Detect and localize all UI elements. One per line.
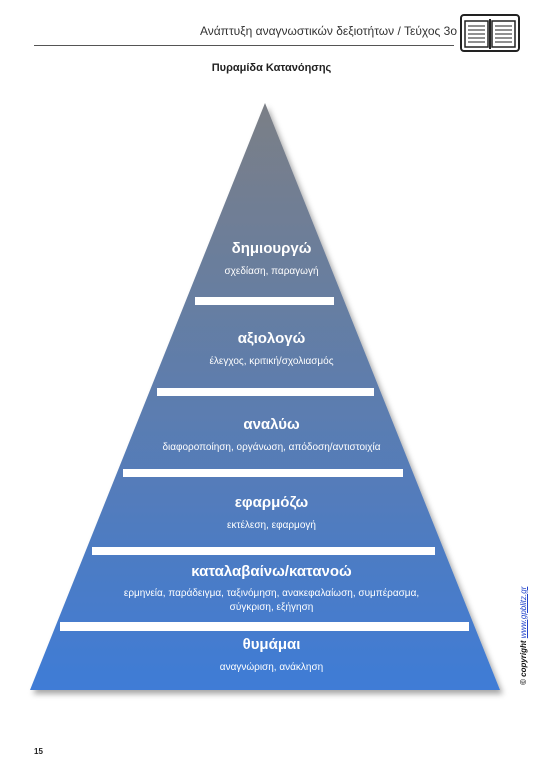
level-description: σχεδίαση, παραγωγή	[224, 266, 319, 277]
level-analyze: αναλύω διαφοροποίηση, οργάνωση, απόδοση/…	[0, 416, 543, 455]
level-description-line: ερμηνεία, παράδειγμα, ταξινόμηση, ανακεφ…	[123, 588, 420, 599]
level-title: καταλαβαίνω/κατανοώ	[191, 563, 352, 580]
page-title: Πυραμίδα Κατανόησης	[211, 62, 332, 74]
level-apply: εφαρμόζω εκτέλεση, εφαρμογή	[0, 494, 543, 533]
level-description: έλεγχος, κριτική/σχολιασμός	[209, 356, 334, 367]
level-title: εφαρμόζω	[234, 494, 309, 511]
separator-bar-1	[195, 297, 334, 305]
level-title: αξιολογώ	[237, 330, 306, 347]
level-title: αναλύω	[243, 416, 300, 433]
header-issue: Τεύχος 3ο	[403, 24, 457, 38]
header-divider	[34, 45, 454, 46]
level-understand: καταλαβαίνω/κατανοώ ερμηνεία, παράδειγμα…	[0, 563, 543, 615]
separator-bar-2	[157, 388, 374, 396]
level-description: ερμηνεία, παράδειγμα, ταξινόμηση, ανακεφ…	[0, 587, 543, 615]
separator-bar-5	[60, 622, 469, 631]
page-number: 15	[34, 747, 43, 756]
header-title: Ανάπτυξη αναγνωστικών δεξιοτήτων / Τεύχο…	[200, 24, 457, 38]
level-title: δημιουργώ	[231, 240, 312, 257]
copyright-prefix: © copyright	[519, 640, 528, 685]
pyramid-shape	[30, 103, 500, 690]
level-create: δημιουργώ σχεδίαση, παραγωγή	[0, 240, 543, 279]
level-evaluate: αξιολογώ έλεγχος, κριτική/σχολιασμός	[0, 330, 543, 369]
level-description: διαφοροποίηση, οργάνωση, απόδοση/αντιστο…	[162, 442, 381, 453]
level-title: θυμάμαι	[242, 636, 301, 653]
separator-bar-3	[123, 469, 403, 477]
level-description: εκτέλεση, εφαρμογή	[227, 520, 316, 531]
level-remember: θυμάμαι αναγνώριση, ανάκληση	[0, 636, 543, 675]
level-description-line: σύγκριση, εξήγηση	[229, 602, 314, 613]
open-book-icon	[460, 14, 520, 52]
copyright-link[interactable]: www.gpblitz.gr	[519, 586, 528, 639]
header-title-main: Ανάπτυξη αναγνωστικών δεξιοτήτων /	[199, 24, 404, 38]
level-description: αναγνώριση, ανάκληση	[219, 662, 324, 673]
separator-bar-4	[92, 547, 435, 555]
copyright-notice: © copyright www.gpblitz.gr	[519, 587, 528, 685]
